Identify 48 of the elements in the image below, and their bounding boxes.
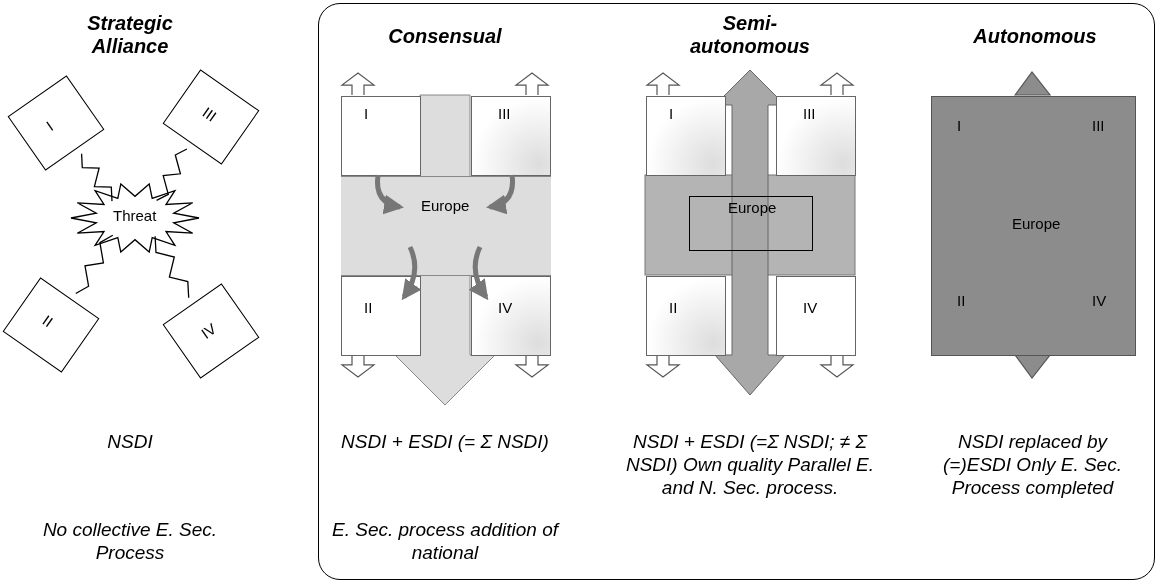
panel-frame [318, 3, 1155, 580]
curved-arrow [401, 246, 422, 301]
roman-numeral: III [803, 105, 816, 122]
nation-box [341, 96, 421, 176]
roman-numeral: III [498, 105, 511, 122]
roman-numeral: II [957, 292, 966, 309]
roman-numeral: I [42, 117, 57, 134]
roman-numeral: II [39, 311, 57, 331]
nation-box [341, 276, 421, 356]
roman-numeral: III [1092, 117, 1105, 134]
note: E. Sec. process addition of national [331, 518, 560, 564]
nation-box [776, 96, 856, 176]
caption: NSDI [106, 430, 154, 453]
caption: NSDI replaced by (=)ESDI Only E. Sec. Process completed [942, 430, 1123, 499]
nation-box [471, 96, 551, 176]
column-heading: Strategic Alliance [86, 12, 174, 58]
threat-starburst [70, 182, 200, 254]
roman-numeral: II [364, 299, 373, 316]
zigzag-line [75, 234, 114, 295]
roman-numeral: I [364, 105, 369, 122]
column-heading: Autonomous [972, 25, 1098, 48]
roman-numeral: IV [197, 319, 220, 342]
roman-numeral: II [669, 299, 678, 316]
roman-numeral: IV [803, 299, 818, 316]
threat-label: Threat [113, 207, 157, 224]
nation-box [471, 276, 551, 356]
roman-numeral: IV [498, 299, 513, 316]
zigzag-line [155, 148, 188, 202]
roman-numeral: I [957, 117, 962, 134]
caption: NSDI + ESDI (= Σ NSDI) [340, 430, 550, 453]
nation-box [646, 276, 726, 356]
zigzag-line [154, 235, 190, 299]
caption: NSDI + ESDI (=Σ NSDI; ≠ Σ NSDI) Own quality Parallel E. and N. Sec. process. [624, 430, 876, 499]
region-label: Europe [728, 199, 777, 216]
note: No collective E. Sec. Process [41, 518, 219, 564]
europe-box [689, 196, 813, 251]
column-heading: Semi- autonomous [689, 12, 811, 58]
roman-numeral: IV [1092, 292, 1107, 309]
nation-box [776, 276, 856, 356]
nation-box [646, 96, 726, 176]
column-heading: Consensual [387, 25, 503, 48]
curved-arrow [468, 246, 489, 301]
zigzag-line [80, 153, 113, 202]
roman-numeral: I [669, 105, 674, 122]
region-label: Europe [1012, 215, 1061, 232]
europe-band [341, 176, 551, 276]
roman-numeral: III [199, 103, 220, 125]
region-label: Europe [421, 197, 470, 214]
